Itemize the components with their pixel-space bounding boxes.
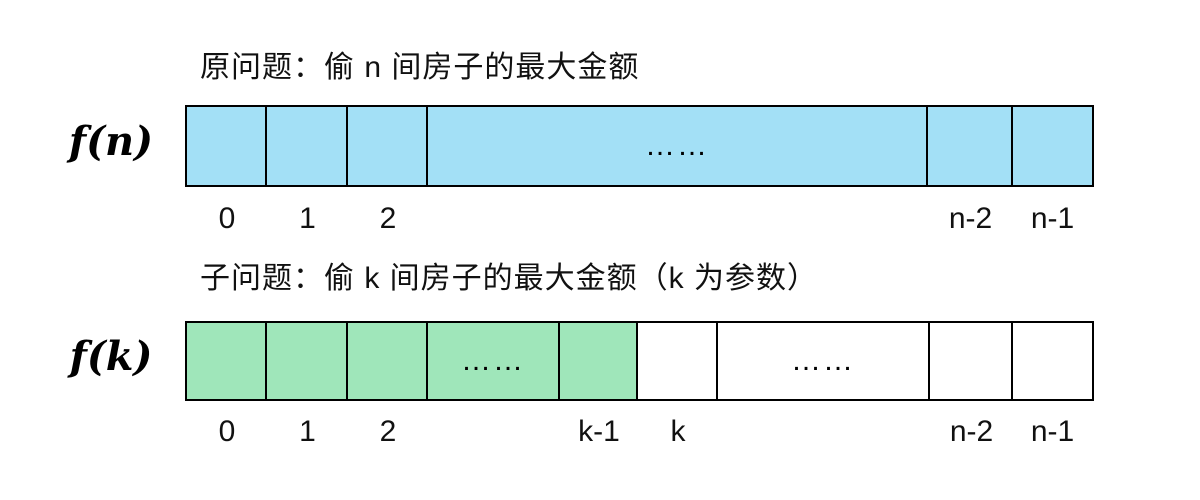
array-cell-n-2 xyxy=(930,323,1013,399)
array-cell-n-1 xyxy=(1013,323,1092,399)
index-label-0: 0 xyxy=(218,202,236,235)
array-cell-0 xyxy=(187,107,267,185)
index-label-k-1: k-1 xyxy=(578,415,620,448)
index-label-n-2: n-2 xyxy=(949,415,994,448)
array-cell-n-2 xyxy=(928,107,1013,185)
index-label-gap xyxy=(428,201,928,237)
original-problem-title: 原问题：偷 n 间房子的最大金额 xyxy=(200,51,640,84)
array-cell-0 xyxy=(187,323,267,399)
f-k-label: f(k) xyxy=(69,333,153,380)
index-label-gap xyxy=(428,414,560,450)
array-cell-ellipsis: …… xyxy=(428,107,928,185)
index-label-n-1: n-1 xyxy=(1030,202,1075,235)
index-label-n-2: n-2 xyxy=(948,202,993,235)
f-k-array: …… …… xyxy=(185,321,1094,401)
ellipsis-text: …… xyxy=(461,344,525,377)
f-n-array: …… xyxy=(185,105,1094,187)
index-label-0: 0 xyxy=(218,415,236,448)
subproblem-title: 子问题：偷 k 间房子的最大金额（k 为参数） xyxy=(200,262,819,295)
f-n-index-labels: 0 1 2 n-2 n-1 xyxy=(187,201,1092,237)
index-label-2: 2 xyxy=(379,415,397,448)
array-cell-1 xyxy=(267,323,348,399)
array-cell-1 xyxy=(267,107,348,185)
array-cell-2 xyxy=(348,323,428,399)
array-cell-ellipsis-green: …… xyxy=(428,323,560,399)
f-k-index-labels: 0 1 2 k-1 k n-2 n-1 xyxy=(187,414,1092,450)
array-cell-2 xyxy=(348,107,428,185)
ellipsis-text: …… xyxy=(791,344,855,377)
index-label-gap xyxy=(718,414,930,450)
ellipsis-text: …… xyxy=(645,129,709,162)
index-label-n-1: n-1 xyxy=(1030,415,1075,448)
array-cell-n-1 xyxy=(1013,107,1092,185)
array-cell-k-1 xyxy=(560,323,638,399)
index-label-2: 2 xyxy=(379,202,397,235)
index-label-1: 1 xyxy=(299,415,316,448)
index-label-k: k xyxy=(670,415,686,448)
f-n-label: f(n) xyxy=(68,118,154,165)
array-cell-k xyxy=(638,323,718,399)
index-label-1: 1 xyxy=(299,202,316,235)
array-cell-ellipsis-white: …… xyxy=(718,323,930,399)
